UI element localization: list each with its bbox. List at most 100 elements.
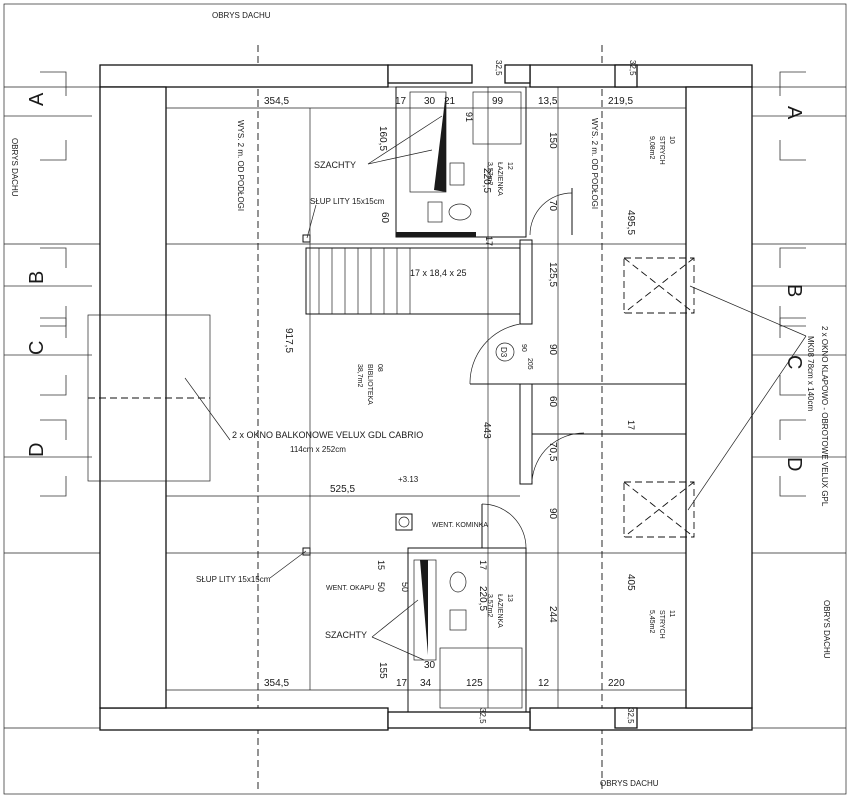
leader-shafts-bottom-1: [371, 636, 425, 661]
right-door-swing: [531, 432, 585, 482]
room-attic-bottom: 11 STRYCH 5,45m2: [648, 610, 675, 639]
chimney-top-right-post: [614, 64, 638, 88]
svg-text:D: D: [26, 443, 48, 457]
partition-central-2: [519, 383, 533, 485]
dim-text: 30: [424, 96, 436, 107]
dim-text: 15: [376, 560, 386, 570]
wall-top-left: [99, 64, 389, 88]
svg-text:ŁAZIENKA: ŁAZIENKA: [496, 594, 503, 628]
svg-text:5,45m2: 5,45m2: [648, 610, 655, 633]
dim-text: 60: [379, 212, 390, 224]
svg-text:11: 11: [668, 610, 675, 617]
dim-text: 354,5: [264, 96, 289, 107]
roof-outline-bottom: OBRYS DACHU: [600, 779, 659, 788]
leader-roof-1: [689, 285, 807, 337]
wall-bottom-left: [99, 707, 389, 731]
bath-top-wall-bottom: [396, 232, 476, 237]
room-bath-bottom: 13 ŁAZIENKA 3,57m2: [486, 594, 513, 628]
chimney-top-right: [504, 64, 531, 84]
roof-window-2-x2: [623, 481, 695, 538]
dim-text: 70,5: [547, 442, 558, 462]
dim-text: 13,5: [538, 96, 558, 107]
room-bath-top: 12 ŁAZIENKA 3,57m2: [486, 162, 513, 196]
door-d3-marker: [495, 342, 515, 362]
svg-text:STRYCH: STRYCH: [658, 136, 665, 165]
vent-chimney-circle: [398, 516, 410, 528]
section-a-left: A: [4, 71, 92, 161]
dim-text: 17: [484, 236, 494, 246]
dim-text: 220: [608, 678, 625, 689]
leader-shafts-bottom-2: [371, 599, 419, 638]
label-vent-shaft: WENT. OKAPU: [326, 585, 374, 592]
svg-text:A: A: [783, 106, 805, 120]
svg-text:12: 12: [506, 162, 513, 170]
label-roof-window-size: MK08 78cm x 140cm: [806, 336, 815, 411]
label-balcony-window-size: 114cm x 252cm: [290, 445, 346, 454]
section-c-right: C: [752, 317, 846, 396]
svg-text:3,57m2: 3,57m2: [486, 162, 493, 185]
bath-bottom-basin: [449, 609, 467, 631]
leader-roof-2: [687, 335, 807, 511]
dim-text: 495,5: [625, 210, 636, 235]
bath-top-wc: [448, 203, 472, 221]
roof-window-1: [623, 257, 695, 314]
bath-top-door-swing: [529, 192, 573, 236]
dim-text: 32,5: [478, 708, 487, 724]
door-d3-label: D3: [499, 347, 508, 358]
dim-text: 405: [625, 574, 636, 591]
wall-left: [99, 86, 167, 709]
svg-text:C: C: [783, 355, 805, 369]
label-level: +3.13: [398, 475, 419, 484]
bath-bottom-wall: [407, 547, 527, 713]
section-d-left: D: [4, 419, 92, 497]
svg-text:C: C: [26, 341, 48, 355]
roof-outline-right: OBRYS DACHU: [822, 600, 831, 659]
bath-bottom-tub: [439, 647, 523, 709]
dim-text: 12: [538, 678, 550, 689]
dim-text: 244: [547, 606, 558, 623]
dim-text: 220,5: [481, 168, 492, 193]
column-bottom: [302, 547, 311, 556]
dim-text: 150: [547, 132, 558, 149]
roof-outline-border: [3, 3, 847, 795]
dim-text: 99: [492, 96, 504, 107]
label-column-bottom: SŁUP LITY 15x15cm: [196, 575, 271, 584]
dim-text: 917,5: [283, 328, 294, 353]
label-column-top: SŁUP LITY 15x15cm: [310, 197, 385, 206]
leader-column-top: [306, 204, 317, 239]
roof-window-1-x2: [623, 257, 695, 314]
dim-text: 17: [626, 420, 636, 430]
leader-shafts-top-1: [367, 115, 443, 165]
label-stairs: 17 x 18,4 x 25: [410, 268, 467, 278]
dim-text: 17: [396, 678, 408, 689]
dim-text: 17: [478, 560, 488, 570]
dim-text: 219,5: [608, 96, 633, 107]
section-c-left: C: [4, 317, 92, 396]
dim-text: 90: [547, 344, 558, 356]
wall-bottom-right: [529, 707, 753, 731]
dim-text: 70: [547, 200, 558, 212]
door-d3-size-b: 205: [526, 358, 533, 370]
section-b-left: B: [4, 247, 92, 327]
label-vent-chimney: WENT. KOMINKA: [432, 522, 488, 529]
chimney-bottom-right-post: [614, 707, 638, 729]
bath-bottom-wc: [449, 571, 467, 593]
door-d3-size-a: 90: [520, 344, 527, 352]
dim-text: 525,5: [330, 484, 355, 495]
bath-top-sink: [427, 201, 443, 223]
bath-bottom-door-swing: [481, 503, 527, 549]
svg-text:ŁAZIENKA: ŁAZIENKA: [496, 162, 503, 196]
bath-top-inner: [472, 91, 522, 145]
vent-chimney: [395, 513, 413, 531]
bath-top-basin: [449, 162, 465, 186]
height-note-right: WYS. 2 m. OD PODŁOGI: [590, 118, 599, 209]
dim-text: 354,5: [264, 678, 289, 689]
dim-text: 220,5: [477, 586, 488, 611]
chimney-bottom: [387, 711, 531, 729]
roof-outline-top: OBRYS DACHU: [212, 11, 271, 20]
svg-text:A: A: [26, 92, 48, 106]
door-d3-swing: [469, 323, 521, 385]
svg-text:BIBLIOTEKA: BIBLIOTEKA: [366, 364, 373, 405]
svg-text:B: B: [783, 284, 805, 297]
